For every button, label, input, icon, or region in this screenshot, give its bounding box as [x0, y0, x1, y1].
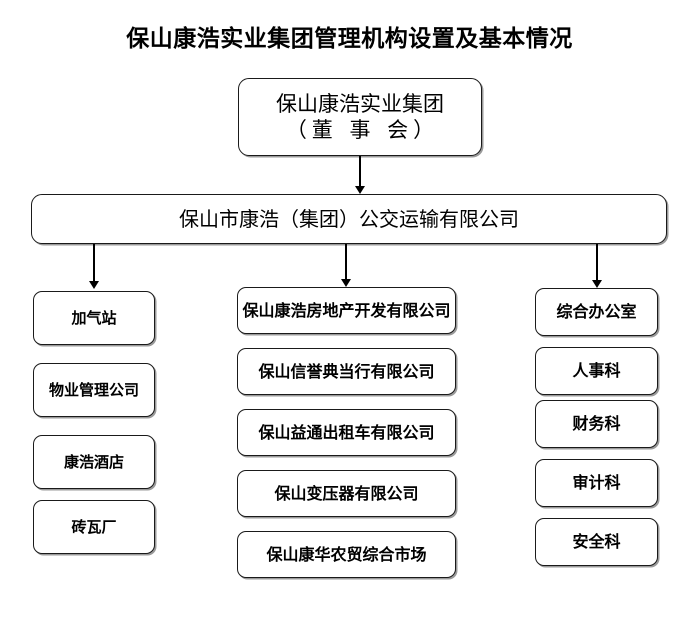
- node-label-line1: 保山康浩实业集团: [276, 91, 444, 116]
- node-label: 保山康华农贸综合市场: [266, 544, 427, 564]
- node-label: 综合办公室: [556, 302, 637, 321]
- node-label: 财务科: [572, 414, 621, 433]
- connector-level2-to-middle-column: [345, 244, 347, 279]
- node-middle-1[interactable]: 保山康浩房地产开发有限公司: [237, 287, 456, 334]
- node-label: 保山康浩房地产开发有限公司: [242, 300, 451, 320]
- connector-level2-to-right-column: [596, 244, 598, 280]
- node-middle-5[interactable]: 保山康华农贸综合市场: [237, 531, 456, 578]
- connector-arrow-middle-column: [341, 279, 351, 287]
- node-label: 保山市康浩（集团）公交运输有限公司: [179, 206, 519, 231]
- node-left-2[interactable]: 物业管理公司: [33, 363, 155, 417]
- node-board-of-directors[interactable]: 保山康浩实业集团 （董 事 会）: [238, 78, 482, 156]
- node-right-2[interactable]: 人事科: [535, 347, 658, 395]
- node-label: 人事科: [572, 361, 621, 380]
- connector-arrow-root-to-level2: [355, 186, 365, 194]
- node-right-1[interactable]: 综合办公室: [535, 288, 658, 336]
- page-title: 保山康浩实业集团管理机构设置及基本情况: [126, 26, 573, 52]
- node-label: 保山变压器有限公司: [274, 483, 419, 503]
- node-label: 保山信誉典当行有限公司: [258, 361, 435, 381]
- connector-root-to-level2: [359, 156, 361, 186]
- connector-level2-to-left-column: [93, 244, 95, 281]
- node-label: 康浩酒店: [63, 452, 124, 471]
- node-left-4[interactable]: 砖瓦厂: [33, 500, 155, 554]
- node-right-3[interactable]: 财务科: [535, 400, 658, 448]
- node-label: 加气站: [71, 308, 117, 327]
- connector-arrow-right-column: [592, 280, 602, 288]
- node-label: 审计科: [572, 473, 621, 492]
- node-middle-3[interactable]: 保山益通出租车有限公司: [237, 409, 456, 456]
- node-right-4[interactable]: 审计科: [535, 459, 658, 507]
- node-label: 物业管理公司: [48, 380, 139, 399]
- node-right-5[interactable]: 安全科: [535, 518, 658, 566]
- node-middle-4[interactable]: 保山变压器有限公司: [237, 470, 456, 517]
- node-label-line2: （董 事 会）: [285, 118, 440, 142]
- node-left-1[interactable]: 加气站: [33, 291, 155, 345]
- node-left-3[interactable]: 康浩酒店: [33, 435, 155, 489]
- node-label: 保山益通出租车有限公司: [258, 422, 435, 442]
- node-bus-transport-company[interactable]: 保山市康浩（集团）公交运输有限公司: [31, 194, 667, 244]
- node-label: 砖瓦厂: [71, 517, 117, 536]
- node-middle-2[interactable]: 保山信誉典当行有限公司: [237, 348, 456, 395]
- connector-arrow-left-column: [89, 281, 99, 289]
- node-label: 安全科: [572, 532, 621, 551]
